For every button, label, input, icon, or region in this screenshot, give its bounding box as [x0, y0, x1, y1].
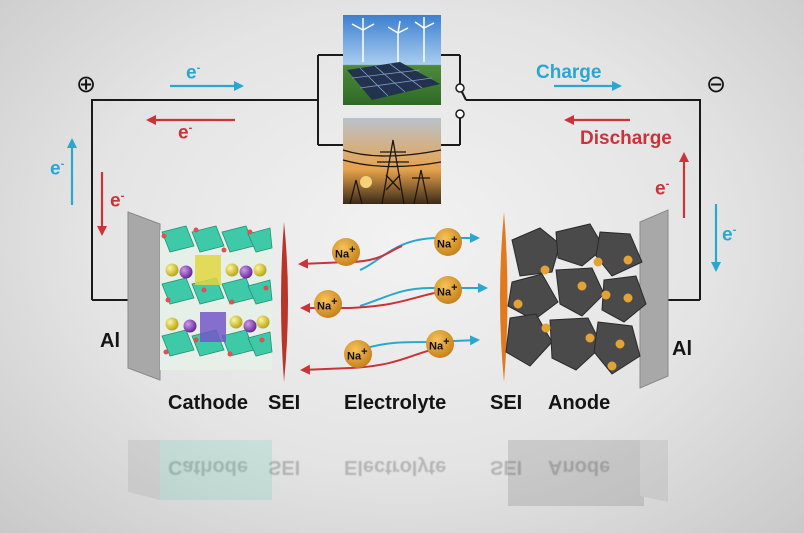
charge-label: Charge — [536, 62, 602, 83]
current-collector-right — [639, 209, 669, 389]
wind-turbines-solar-panels-photo — [343, 15, 441, 105]
anode-na-ions — [513, 255, 633, 371]
electron-label-top-charge: e- — [186, 62, 201, 84]
na-ion-label: Na+ — [347, 346, 368, 363]
cathode-crystal — [160, 225, 273, 370]
graphics-reflection — [128, 440, 668, 506]
al-label-right: Al — [672, 338, 692, 360]
electron-arrows — [67, 81, 721, 272]
positive-terminal-icon: ⊕ — [76, 71, 97, 98]
power-lines-sunset-photo — [342, 118, 442, 205]
sei-label-left: SEI — [268, 392, 301, 414]
negative-terminal-icon: ⊖ — [706, 71, 727, 98]
na-ion-label: Na+ — [335, 244, 356, 261]
electron-label-right-charge: e- — [722, 224, 737, 246]
electron-label-left-discharge: e- — [110, 190, 125, 212]
electron-label-right-discharge: e- — [655, 178, 670, 200]
na-ion-label: Na+ — [317, 296, 338, 313]
discharge-label: Discharge — [580, 128, 672, 149]
al-label-left: Al — [100, 330, 120, 352]
electron-label-top-discharge: e- — [178, 122, 193, 144]
switch-icon — [455, 83, 467, 119]
na-ion-label: Na+ — [437, 282, 458, 299]
electron-label-left-charge: e- — [50, 158, 65, 180]
electrolyte-label: Electrolyte — [344, 392, 447, 414]
na-ion-circles — [314, 228, 462, 368]
circuit-wires — [91, 54, 701, 301]
sei-label-right: SEI — [490, 392, 523, 414]
na-ion-label: Na+ — [429, 336, 450, 353]
sei-layer-right — [500, 212, 508, 382]
sei-layer-left — [281, 222, 288, 382]
anode-label: Anode — [548, 392, 611, 414]
cathode-label: Cathode — [168, 392, 248, 414]
na-ion-label: Na+ — [437, 234, 458, 251]
anode-particles — [505, 223, 647, 375]
current-collector-left — [127, 211, 161, 381]
